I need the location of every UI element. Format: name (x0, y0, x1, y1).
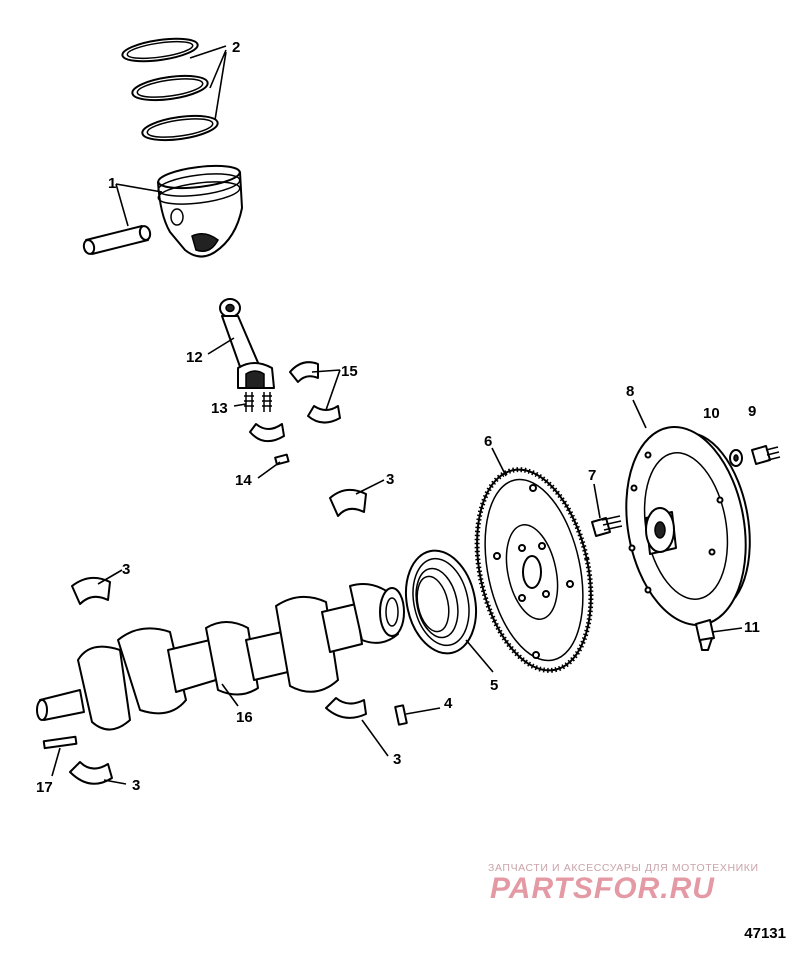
harmonic-balancer (625, 426, 781, 651)
piston-and-pin (82, 164, 243, 258)
callout-16: 16 (236, 709, 253, 726)
watermark-logo: PARTSFOR.RU (490, 872, 715, 905)
piston-rings (121, 37, 219, 142)
flywheel (474, 467, 594, 673)
leader-lines (51, 45, 743, 785)
callout-17: 17 (36, 779, 53, 796)
callout-numbers: 2 1 12 15 13 14 3 3 16 4 3 17 3 5 6 7 8 … (36, 39, 760, 796)
rear-main-seal (405, 549, 477, 655)
callout-13: 13 (211, 400, 228, 417)
connecting-rod (219, 298, 275, 412)
callout-6: 6 (484, 433, 492, 450)
rod-bearing-halves (249, 361, 341, 466)
callout-11: 11 (744, 619, 760, 636)
main-bearing-halves (42, 488, 408, 785)
callout-7: 7 (588, 467, 596, 484)
watermark-tagline: ЗАПЧАСТИ И АКСЕССУАРЫ ДЛЯ МОТОТЕХНИКИ (488, 862, 759, 874)
figure-number: 47131 (744, 925, 786, 942)
flywheel-bolt (591, 515, 623, 537)
callout-12: 12 (186, 349, 203, 366)
callout-1: 1 (108, 175, 116, 192)
callout-8: 8 (626, 383, 634, 400)
callout-2: 2 (232, 39, 240, 56)
callout-14: 14 (235, 472, 252, 489)
callout-3-lower: 3 (393, 751, 401, 768)
crankshaft (36, 583, 405, 731)
callout-3-left: 3 (122, 561, 130, 578)
callout-4: 4 (444, 695, 453, 712)
callout-5: 5 (490, 677, 498, 694)
callout-3-upper: 3 (386, 471, 394, 488)
callout-10: 10 (703, 405, 720, 422)
callout-3-bottom: 3 (132, 777, 140, 794)
callout-9: 9 (748, 403, 756, 420)
callout-15: 15 (341, 363, 358, 380)
